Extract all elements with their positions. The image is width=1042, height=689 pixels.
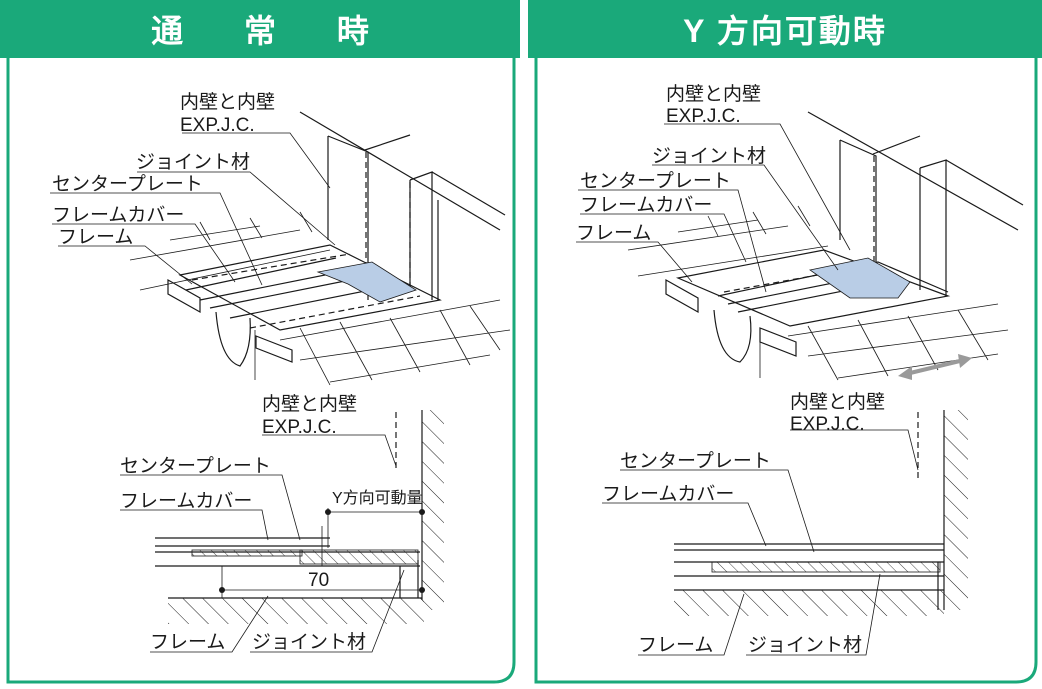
section-label-expjc: EXP.J.C.: [790, 414, 865, 435]
label-frame: フレーム: [576, 223, 651, 244]
dimension-70: 70: [308, 570, 329, 591]
label-frame: フレーム: [58, 227, 133, 248]
section-label-frame: フレーム: [638, 635, 713, 656]
section-label-wall: 内壁と内壁: [790, 391, 885, 413]
label-frame-cover: フレームカバー: [52, 205, 184, 226]
section-label-joint: ジョイント材: [748, 634, 862, 656]
panel-frame: [6, 58, 516, 684]
isometric-view: [129, 111, 511, 386]
label-center-plate: センタープレート: [52, 173, 203, 195]
label-wall: 内壁と内壁: [666, 83, 761, 105]
section-label-center-plate: センタープレート: [620, 450, 771, 472]
label-frame-cover: フレームカバー: [580, 195, 712, 216]
label-joint: ジョイント材: [136, 151, 250, 173]
y-move-drawing: 内壁と内壁 EXP.J.C. ジョイント材 センタープレート フレームカバー フ…: [576, 83, 1024, 656]
y-move-state-panel: Y 方向可動時: [528, 0, 1042, 689]
section-label-frame-cover: フレームカバー: [602, 484, 734, 505]
panel-title: Y 方向可動時: [528, 0, 1042, 58]
section-label-center-plate: センタープレート: [120, 455, 271, 477]
panel-title: 通 常 時: [0, 0, 520, 58]
section-view: [155, 410, 444, 624]
section-label-frame: フレーム: [150, 632, 225, 653]
label-y-move: Y方向可動量: [332, 489, 423, 507]
section-label-frame-cover: フレームカバー: [120, 491, 252, 512]
label-wall: 内壁と内壁: [180, 91, 275, 113]
panel-frame: [534, 58, 1038, 684]
label-expjc: EXP.J.C.: [180, 115, 255, 136]
label-expjc: EXP.J.C.: [666, 106, 741, 127]
normal-state-panel: 通 常 時: [0, 0, 520, 689]
normal-state-drawing: 内壁と内壁 EXP.J.C. ジョイント材 センタープレート フレームカバー フ…: [50, 91, 511, 653]
section-label-joint: ジョイント材: [252, 631, 366, 653]
isometric-view: [627, 111, 1024, 381]
label-center-plate: センタープレート: [580, 170, 731, 192]
section-label-wall: 内壁と内壁: [262, 393, 357, 415]
section-label-expjc: EXP.J.C.: [262, 417, 337, 438]
section-view: [674, 410, 968, 616]
label-joint: ジョイント材: [652, 145, 766, 167]
